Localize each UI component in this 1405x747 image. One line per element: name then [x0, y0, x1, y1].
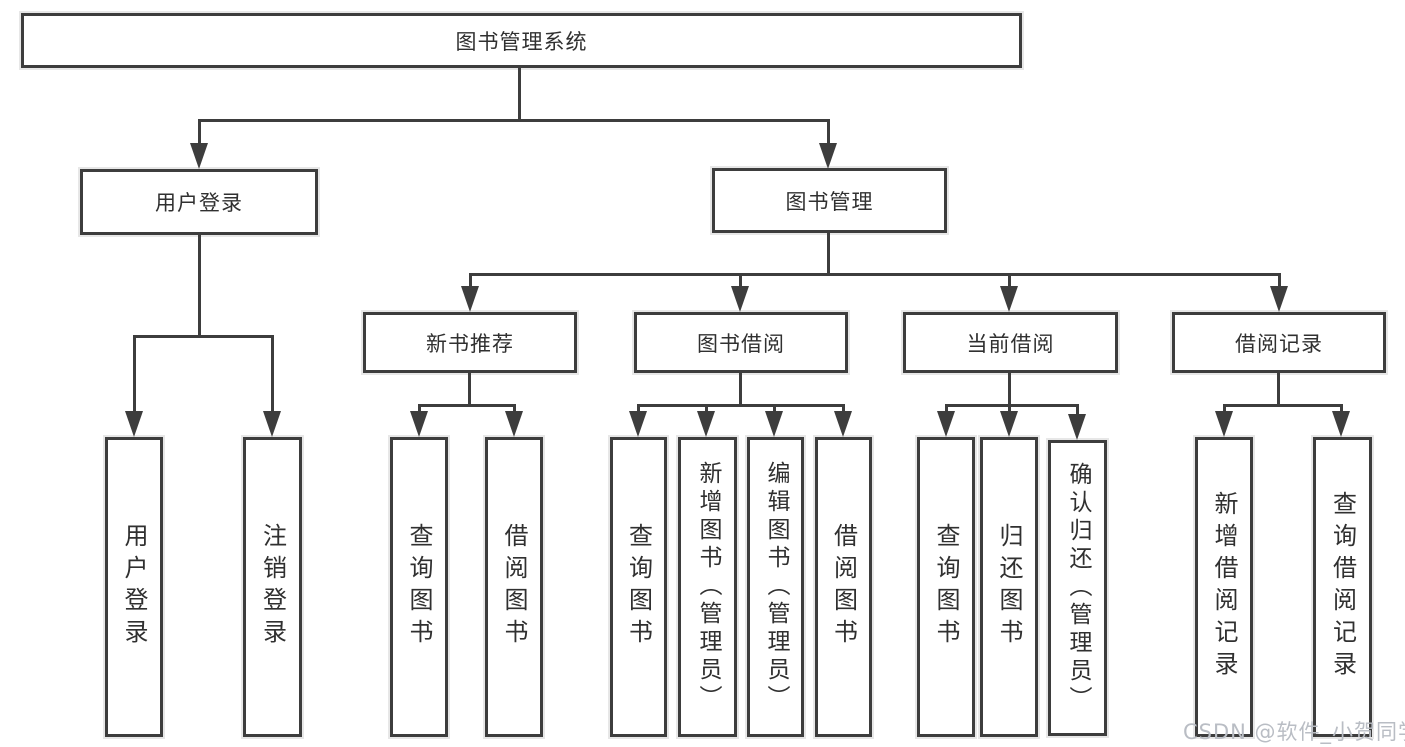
node-leaf-query-book-3-label: 查询图书 [932, 523, 960, 651]
node-leaf-borrow-book-1: 借阅图书 [485, 437, 543, 737]
node-leaf-user-login: 用户登录 [105, 437, 163, 737]
node-leaf-logout: 注销登录 [243, 437, 302, 737]
node-leaf-confirm-return: 确认归还（管理员） [1048, 440, 1107, 736]
node-leaf-borrow-book-2: 借阅图书 [815, 437, 872, 737]
connector-shaft [1223, 404, 1226, 417]
connector-level3-rail [469, 273, 1281, 276]
node-borrow-records: 借阅记录 [1172, 312, 1386, 373]
connector-root-stem [518, 67, 521, 122]
node-leaf-query-record-label: 查询借阅记录 [1328, 491, 1357, 683]
connector-shaft [271, 335, 274, 417]
down-arrowhead [629, 411, 647, 437]
node-leaf-query-record: 查询借阅记录 [1313, 437, 1372, 737]
connector-new-book-rec-stem [468, 371, 471, 407]
connector-shaft [198, 119, 201, 149]
connector-book-borrow-stem [739, 371, 742, 407]
connector-shaft [945, 404, 948, 417]
down-arrowhead [1068, 414, 1086, 440]
down-arrowhead [505, 411, 523, 437]
node-book-mgmt-label: 图书管理 [785, 189, 874, 214]
node-current-borrow: 当前借阅 [903, 312, 1118, 373]
down-arrowhead [410, 411, 428, 437]
node-leaf-logout-label: 注销登录 [258, 523, 287, 651]
connector-shaft [773, 404, 776, 417]
node-new-book-rec: 新书推荐 [363, 312, 577, 373]
connector-shaft [1008, 404, 1011, 417]
down-arrowhead [1215, 411, 1233, 437]
node-leaf-add-record-label: 新增借阅记录 [1210, 491, 1238, 683]
node-root: 图书管理系统 [21, 13, 1022, 68]
node-leaf-user-login-label: 用户登录 [120, 523, 148, 651]
connector-shaft [705, 404, 708, 417]
csdn-watermark: CSDN @软件_小贺同学 [1183, 720, 1405, 744]
node-leaf-query-book-1-label: 查询图书 [405, 523, 433, 651]
connector-user-login-stem [198, 233, 201, 337]
down-arrowhead [819, 143, 837, 169]
connector-shaft [1076, 404, 1079, 417]
node-leaf-return-book: 归还图书 [980, 437, 1038, 737]
node-current-borrow-label: 当前借阅 [966, 331, 1055, 356]
connector-shaft [418, 404, 421, 417]
down-arrowhead [263, 411, 281, 437]
connector-current-borrow-stem [1008, 371, 1011, 407]
connector-shaft [469, 273, 472, 292]
node-leaf-edit-book-label: 编辑图书（管理员） [763, 461, 789, 713]
connector-borrow-records-rail [1223, 404, 1343, 407]
connector-current-borrow-rail [945, 404, 1079, 407]
node-leaf-query-book-3: 查询图书 [917, 437, 975, 737]
node-root-label: 图书管理系统 [455, 29, 588, 54]
node-leaf-borrow-book-2-label: 借阅图书 [829, 523, 858, 651]
node-leaf-query-book-2: 查询图书 [610, 437, 667, 737]
down-arrowhead [1332, 411, 1350, 437]
node-leaf-borrow-book-1-label: 借阅图书 [500, 523, 528, 651]
down-arrowhead [461, 286, 479, 312]
node-new-book-rec-label: 新书推荐 [426, 331, 514, 356]
down-arrowhead [1000, 411, 1018, 437]
node-leaf-add-book: 新增图书（管理员） [678, 437, 737, 737]
down-arrowhead [731, 286, 749, 312]
connector-shaft [1278, 273, 1281, 292]
node-book-mgmt: 图书管理 [712, 168, 947, 233]
node-borrow-records-label: 借阅记录 [1235, 331, 1323, 356]
connector-shaft [1340, 404, 1343, 417]
down-arrowhead [697, 411, 715, 437]
connector-level2-rail [198, 119, 830, 122]
connector-user-login-rail [133, 335, 273, 338]
node-book-borrow-label: 图书借阅 [697, 331, 785, 356]
down-arrowhead [190, 143, 208, 169]
connector-shaft [513, 404, 516, 417]
connector-shaft [133, 335, 136, 417]
down-arrowhead [834, 411, 852, 437]
connector-shaft [842, 404, 845, 417]
node-user-login: 用户登录 [80, 169, 318, 235]
node-leaf-edit-book: 编辑图书（管理员） [747, 437, 804, 737]
connector-shaft [739, 273, 742, 292]
node-leaf-add-record: 新增借阅记录 [1195, 437, 1253, 737]
down-arrowhead [937, 411, 955, 437]
node-leaf-confirm-return-label: 确认归还（管理员） [1065, 462, 1091, 714]
node-leaf-query-book-1: 查询图书 [390, 437, 448, 737]
down-arrowhead [1270, 286, 1288, 312]
connector-shaft [1008, 273, 1011, 292]
down-arrowhead [125, 411, 143, 437]
node-book-borrow: 图书借阅 [634, 312, 848, 373]
node-leaf-query-book-2-label: 查询图书 [624, 523, 653, 651]
node-leaf-add-book-label: 新增图书（管理员） [695, 461, 721, 713]
connector-book-borrow-rail [637, 404, 845, 407]
connector-shaft [827, 119, 830, 149]
connector-new-book-rec-rail [418, 404, 516, 407]
connector-shaft [637, 404, 640, 417]
node-user-login-label: 用户登录 [155, 191, 243, 215]
connector-book-mgmt-stem [827, 231, 830, 276]
down-arrowhead [1000, 286, 1018, 312]
node-leaf-return-book-label: 归还图书 [995, 523, 1023, 651]
down-arrowhead [765, 411, 783, 437]
connector-borrow-records-stem [1277, 371, 1280, 407]
